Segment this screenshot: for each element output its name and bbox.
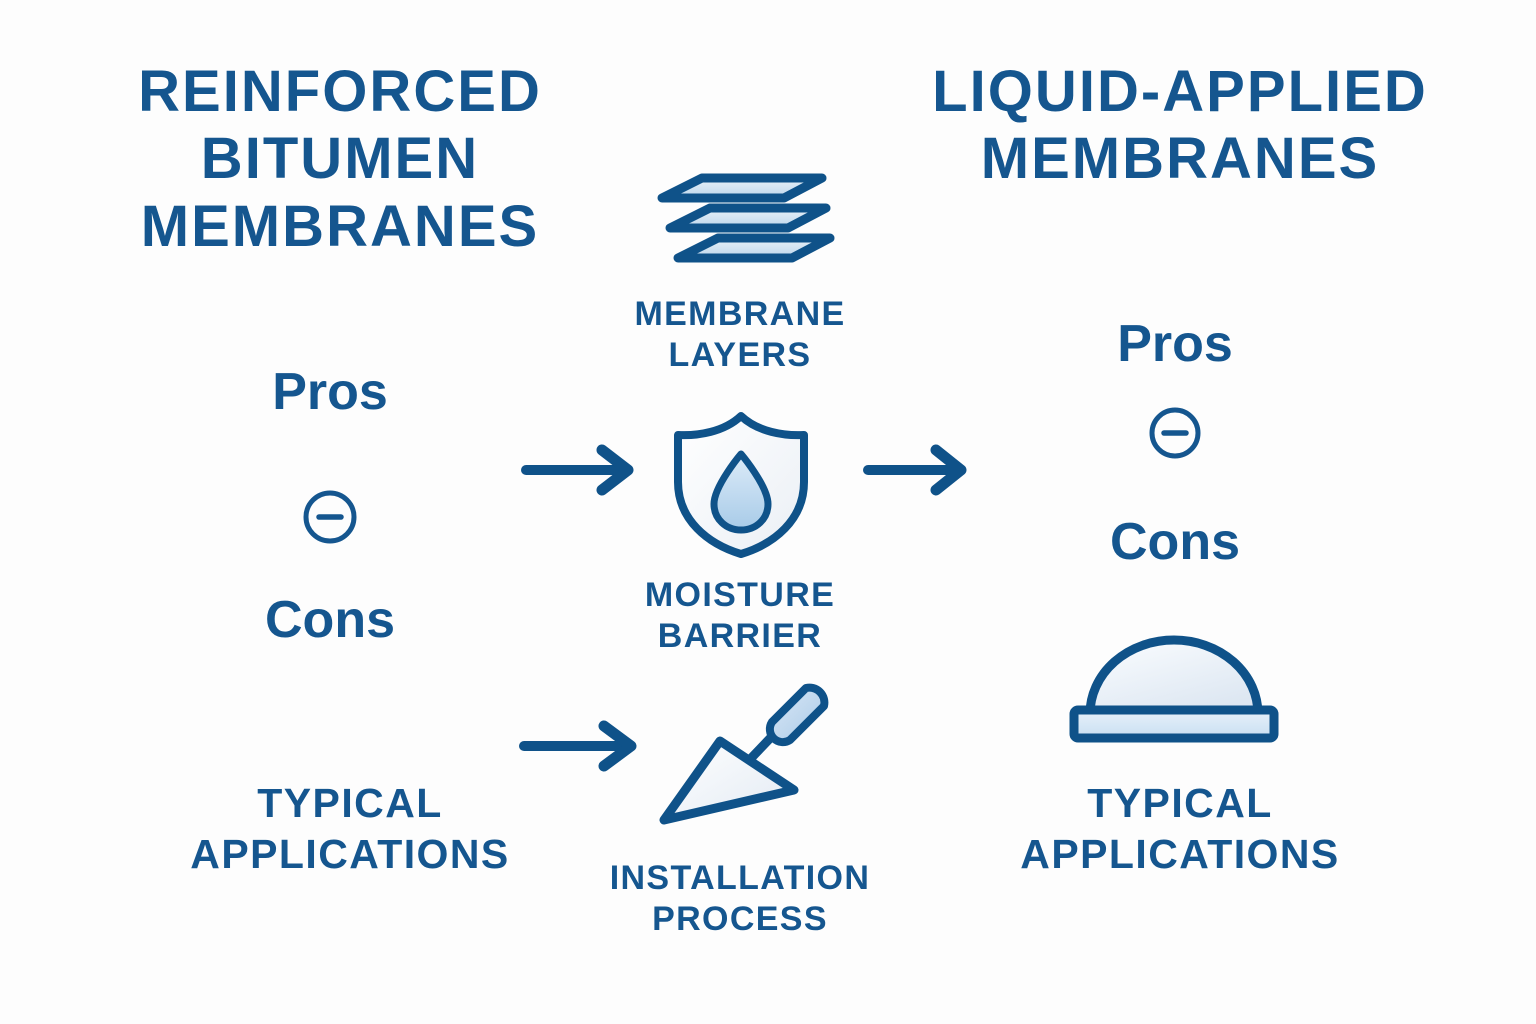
right-title-line-1: LIQUID-APPLIED	[932, 59, 1428, 124]
moisture-barrier-caption-line-2: BARRIER	[657, 616, 823, 655]
installation-process-caption-line-2: PROCESS	[652, 899, 828, 938]
left-applications-line-2: APPLICATIONS	[190, 830, 510, 877]
right-applications-line-2: APPLICATIONS	[1020, 830, 1340, 877]
membrane-layers-icon	[630, 152, 850, 282]
trowel-icon	[648, 662, 838, 842]
left-column-title: REINFORCED BITUMEN MEMBRANES	[60, 58, 620, 260]
right-applications-label: TYPICAL APPLICATIONS	[890, 778, 1470, 880]
installation-process-caption: INSTALLATION PROCESS	[570, 858, 910, 940]
left-title-line-3: MEMBRANES	[140, 193, 540, 259]
left-title-line-2: BITUMEN	[200, 126, 480, 192]
right-cons-label: Cons	[1110, 513, 1240, 571]
left-title-line-1: REINFORCED	[138, 59, 542, 124]
right-pros-label: Pros	[1117, 315, 1233, 373]
arrow-left-to-trowel-icon	[518, 718, 644, 774]
moisture-barrier-caption-line-1: MOISTURE	[644, 576, 836, 614]
membrane-layers-caption: MEMBRANE LAYERS	[600, 294, 880, 376]
right-title-line-2: MEMBRANES	[980, 126, 1380, 192]
moisture-barrier-caption: MOISTURE BARRIER	[600, 575, 880, 657]
membrane-layers-caption-line-1: MEMBRANE	[634, 295, 846, 333]
membrane-layers-caption-line-2: LAYERS	[668, 335, 812, 374]
right-column-title: LIQUID-APPLIED MEMBRANES	[880, 58, 1480, 193]
installation-process-caption-line-1: INSTALLATION	[609, 859, 871, 897]
arrow-left-to-shield-icon	[520, 442, 640, 498]
arrow-shield-to-right-icon	[862, 442, 972, 498]
left-cons-label: Cons	[265, 591, 395, 649]
shield-droplet-icon	[662, 408, 820, 560]
left-applications-line-1: TYPICAL	[257, 780, 443, 826]
left-applications-label: TYPICAL APPLICATIONS	[60, 778, 640, 880]
right-minus-circle-icon	[1146, 404, 1204, 462]
right-applications-line-1: TYPICAL	[1087, 780, 1273, 826]
dome-coating-icon	[1066, 628, 1282, 744]
left-pros-label: Pros	[272, 363, 388, 421]
left-minus-circle-icon	[300, 487, 360, 547]
